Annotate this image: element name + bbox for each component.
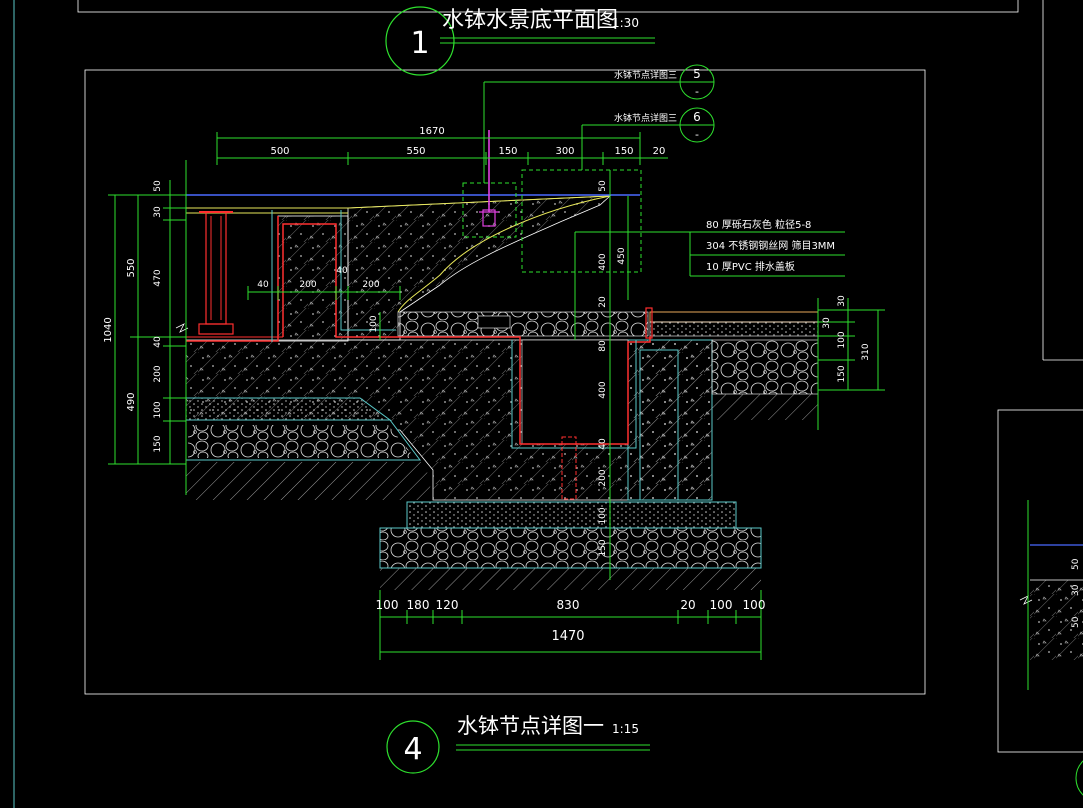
bottom-dimension-labels: 100 180 120 830 20 100 100 1470 xyxy=(376,598,766,644)
dim-in-v-5: 80 xyxy=(598,340,608,352)
sheet-frames xyxy=(13,0,1083,808)
main-title-number: 4 xyxy=(403,732,422,767)
top-drawing-title: 1 水钵水景底平面图 1:30 xyxy=(385,6,655,76)
top-title-number: 1 xyxy=(410,26,429,61)
dim-in-v-8: 200 xyxy=(598,469,608,486)
dim-left-in-2: 30 xyxy=(153,206,163,218)
dim-left-outer: 1040 xyxy=(103,317,114,342)
dim-right-2: 30 xyxy=(822,317,832,329)
note-2: 304 不锈钢钢丝网 筛目3MM xyxy=(706,239,835,252)
dim-in-v-3: 400 xyxy=(598,253,608,270)
main-drawing-title: 4 水钵节点详图一 1:15 xyxy=(386,714,650,774)
dim-in-v-7: 40 xyxy=(598,438,608,450)
top-dimensions xyxy=(216,132,668,165)
detail-callouts: 水钵节点详图三 5 - 水钵节点详图三 6 - xyxy=(483,64,715,183)
interior-dimension-labels: 40 200 40 200 100 50 450 400 20 80 400 4… xyxy=(257,180,627,557)
dim-left-mid-1: 550 xyxy=(126,258,137,277)
dim-left-in-5: 200 xyxy=(153,365,163,382)
svg-text:30: 30 xyxy=(1071,584,1081,596)
dim-top-3: 150 xyxy=(498,146,517,157)
dim-bot-3: 120 xyxy=(436,598,459,612)
adjacent-drawing-fragment: 30 50 50 xyxy=(1027,500,1083,796)
dim-in-v-9: 100 xyxy=(598,507,608,524)
dim-bot-6: 100 xyxy=(710,598,733,612)
callout-5: 水钵节点详图三 5 - xyxy=(483,64,715,183)
svg-text:50: 50 xyxy=(1071,616,1081,628)
dim-bot-4: 830 xyxy=(557,598,580,612)
dim-in-v-6: 400 xyxy=(598,381,608,398)
dim-bot-7: 100 xyxy=(743,598,766,612)
top-title-scale: 1:30 xyxy=(612,16,639,30)
top-title-text: 水钵水景底平面图 xyxy=(442,8,618,33)
dim-top-1: 500 xyxy=(270,146,289,157)
section-geometry xyxy=(175,130,1033,605)
bottom-dimensions xyxy=(379,590,762,660)
svg-text:50: 50 xyxy=(1071,558,1081,570)
dim-top-total: 1670 xyxy=(419,126,444,137)
dim-right-outer: 310 xyxy=(861,343,871,360)
left-dimension-labels: 1040 550 490 50 30 470 40 200 100 150 xyxy=(103,180,163,453)
right-dimension-labels: 30 30 100 150 310 xyxy=(822,295,871,383)
dim-in-step: 100 xyxy=(369,315,379,332)
dim-bot-total: 1470 xyxy=(551,629,584,644)
dim-left-in-4: 40 xyxy=(153,336,163,348)
dim-in-v-10: 150 xyxy=(598,539,608,556)
callout-5-number: 5 xyxy=(693,67,701,81)
interior-dimensions xyxy=(247,170,629,580)
dim-in-h-3: 40 xyxy=(336,266,348,276)
dim-left-in-7: 150 xyxy=(153,435,163,452)
note-3: 10 厚PVC 排水盖板 xyxy=(706,260,795,273)
dim-in-h-1: 40 xyxy=(257,280,269,290)
callout-6: 水钵节点详图三 6 - xyxy=(581,107,715,170)
dim-bot-1: 100 xyxy=(376,598,399,612)
dim-left-in-6: 100 xyxy=(153,401,163,418)
note-1: 80 厚砾石灰色 粒径5-8 xyxy=(706,218,811,231)
dim-right-1: 30 xyxy=(837,295,847,307)
dim-top-4: 300 xyxy=(555,146,574,157)
callout-5-label: 水钵节点详图三 xyxy=(614,69,677,81)
dim-bot-2: 180 xyxy=(407,598,430,612)
material-notes: 80 厚砾石灰色 粒径5-8 304 不锈钢钢丝网 筛目3MM 10 厚PVC … xyxy=(574,218,845,340)
dim-left-in-3: 470 xyxy=(153,269,163,286)
main-title-text: 水钵节点详图一 xyxy=(457,714,604,738)
dim-in-h-4: 200 xyxy=(362,280,379,290)
dim-right-3: 100 xyxy=(837,331,847,348)
dim-bot-5: 20 xyxy=(680,598,695,612)
dim-top-5: 150 xyxy=(614,146,633,157)
left-dimensions xyxy=(108,160,187,495)
main-title-scale: 1:15 xyxy=(612,722,639,736)
top-dimension-labels: 1670 500 550 150 300 150 20 xyxy=(270,126,665,157)
callout-6-number: 6 xyxy=(693,110,701,124)
dim-left-mid-2: 490 xyxy=(126,392,137,411)
dim-in-v-4: 20 xyxy=(598,296,608,308)
dim-in-v-1: 50 xyxy=(598,180,608,192)
dim-left-in-1: 50 xyxy=(153,180,163,192)
dim-in-h-2: 200 xyxy=(299,280,316,290)
callout-5-sub: - xyxy=(695,85,699,98)
callout-6-label: 水钵节点详图三 xyxy=(614,112,677,124)
callout-6-sub: - xyxy=(695,128,699,141)
right-dimensions xyxy=(817,298,885,430)
dim-top-6: 20 xyxy=(653,146,666,157)
dim-top-2: 550 xyxy=(406,146,425,157)
dim-right-4: 150 xyxy=(837,365,847,382)
dim-in-v-2: 450 xyxy=(617,247,627,264)
